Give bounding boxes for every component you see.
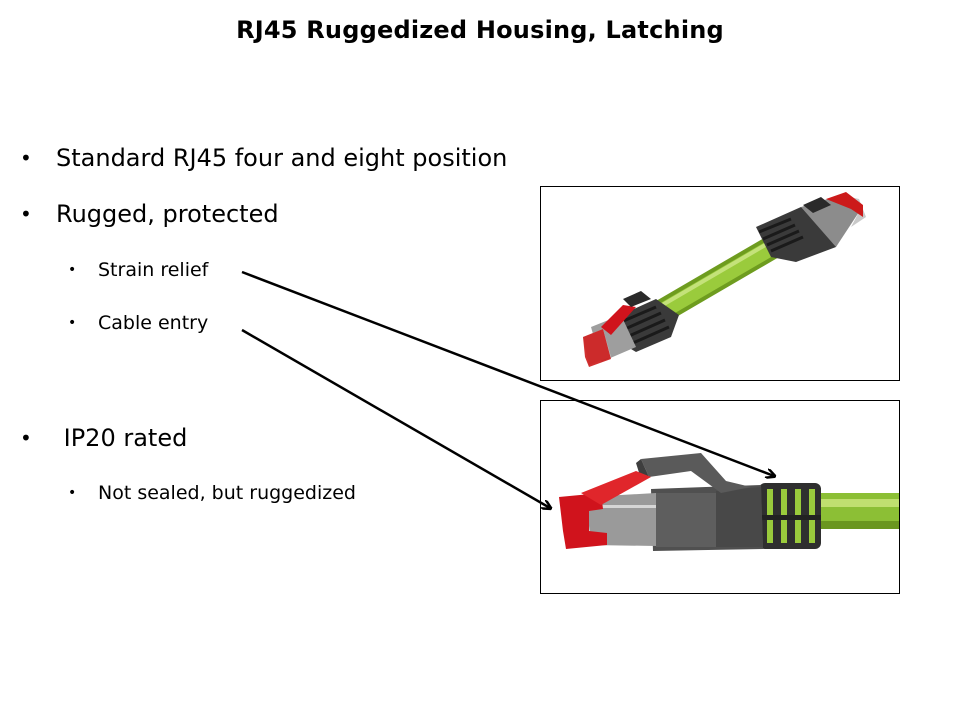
strain-relief-boot <box>759 483 821 549</box>
rj45-patch-cable-image <box>540 186 900 381</box>
bullet-glyph: • <box>68 485 77 501</box>
right-connector <box>756 192 866 262</box>
slide-title: RJ45 Ruggedized Housing, Latching <box>236 16 724 44</box>
bullet-rugged-protected: Rugged, protected <box>56 200 279 228</box>
bullet-glyph: • <box>68 262 77 278</box>
bullet-glyph: • <box>20 426 32 450</box>
rj45-connector-closeup-image <box>540 400 900 594</box>
bullet-strain-relief: Strain relief <box>98 259 209 281</box>
bullet-cable-entry: Cable entry <box>98 312 209 334</box>
bullet-not-sealed: Not sealed, but ruggedized <box>98 482 356 504</box>
bullet-glyph: • <box>68 315 77 331</box>
bullet-glyph: • <box>20 202 32 226</box>
bullet-standard-rj45: Standard RJ45 four and eight position <box>56 144 508 172</box>
bullet-ip20-rated: IP20 rated <box>56 424 188 452</box>
bullet-glyph: • <box>20 146 32 170</box>
